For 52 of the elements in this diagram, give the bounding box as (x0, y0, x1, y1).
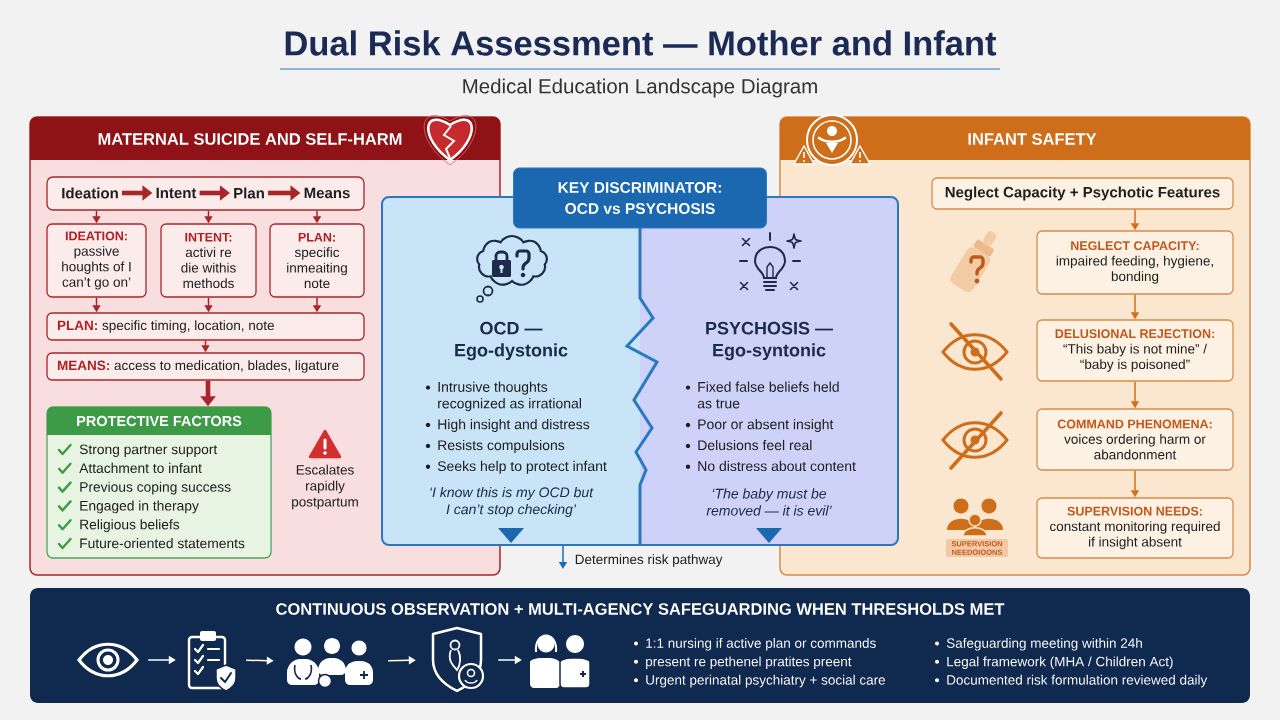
step-box: IDEATION: passive houghts of I can’t go on’ (46, 223, 147, 298)
step-box: COMMAND PHENOMENA: voices ordering harm or abandonment (1036, 408, 1234, 471)
bullet-item: Fixed false beliefs held as true (697, 381, 839, 409)
flow-box (46, 176, 365, 211)
bullet-item: Documented risk formulation reviewed daily (947, 674, 1208, 688)
note-text: Escalates rapidly postpartum (292, 464, 358, 510)
arrow (245, 656, 274, 665)
bullet-item: No distress about content (698, 460, 856, 472)
column-heading: PSYCHOSIS — Ego-syntonic (706, 321, 833, 361)
step-label: Plan (234, 187, 264, 199)
eye-icon (77, 642, 139, 678)
list-item: Strong partner support (79, 444, 218, 457)
panel-header: MATERNAL SUICIDE AND SELF-HARM (30, 117, 500, 160)
bullet-item: present re pethenel pratites preent (646, 656, 852, 669)
title: Dual Risk Assessment — Mother and Infant (285, 30, 997, 56)
bullet-item: Urgent perinatal psychiatry + social care (646, 674, 886, 688)
step-box: PLAN: specific inmeaiting note (269, 223, 365, 298)
list-item: Previous coping success (80, 481, 231, 495)
column-heading: OCD — Ego-dystonic (455, 321, 568, 361)
list-item: Religious beliefs (80, 519, 180, 533)
step-box: DELUSIONAL REJECTION: “This baby is not mine” / “baby is poisoned” (1036, 319, 1234, 382)
list-item: Attachment to infant (79, 462, 202, 473)
step-box: PLAN: specific timing, location, note (46, 312, 365, 341)
team-icon (287, 638, 373, 689)
step-label: Ideation (62, 187, 118, 199)
header-tab: KEY DISCRIMINATOR: OCD vs PSYCHOSIS (513, 167, 767, 229)
step-box: NEGLECT CAPACITY: impaired feeding, hygiene, bonding (1036, 230, 1234, 295)
clinicians-icon (530, 634, 591, 689)
step-box: SUPERVISION NEEDS: constant monitoring required if insight absent (1036, 497, 1234, 559)
quote-text: ‘I know this is my OCD but I can’t stop checking’ (430, 486, 594, 517)
bullet-item: Intrusive thoughts recognized as irrational (438, 381, 581, 412)
banner-heading: CONTINUOUS OBSERVATION + MULTI-AGENCY SAFEGUARDING WHEN THRESHOLDS MET (276, 603, 1005, 615)
summary-box: Neglect Capacity + Psychotic Features (931, 177, 1234, 210)
bullet-item: 1:1 nursing if active plan or commands (646, 638, 876, 651)
bullet-item: Seeks help to protect infant (437, 460, 607, 474)
list-item: Future-oriented statements (80, 538, 245, 549)
card-header: PROTECTIVE FACTORS (47, 407, 271, 435)
shield-icon (431, 626, 485, 693)
list-item: Engaged in therapy (80, 500, 199, 514)
step-label: Intent (156, 187, 197, 199)
bullet-item: Delusions feel real (698, 439, 812, 451)
subtitle: Medical Education Landscape Diagram (463, 78, 817, 98)
bullet-item: Legal framework (MHA / Children Act) (947, 656, 1173, 669)
step-label: Means (304, 187, 350, 199)
step-box: MEANS: access to medication, blades, ligature (46, 352, 365, 381)
bullet-item: Resists compulsions (438, 439, 565, 453)
step-box: INTENT: activi re die withis methods (160, 223, 257, 298)
clipboard-icon (187, 631, 237, 692)
bullet-item: Safeguarding meeting within 24h (946, 638, 1142, 651)
bullet-item: High insight and distress (438, 419, 590, 433)
quote-text: ‘The baby must be removed — it is evil’ (706, 488, 832, 516)
bullet-item: Poor or absent insight (698, 419, 834, 433)
